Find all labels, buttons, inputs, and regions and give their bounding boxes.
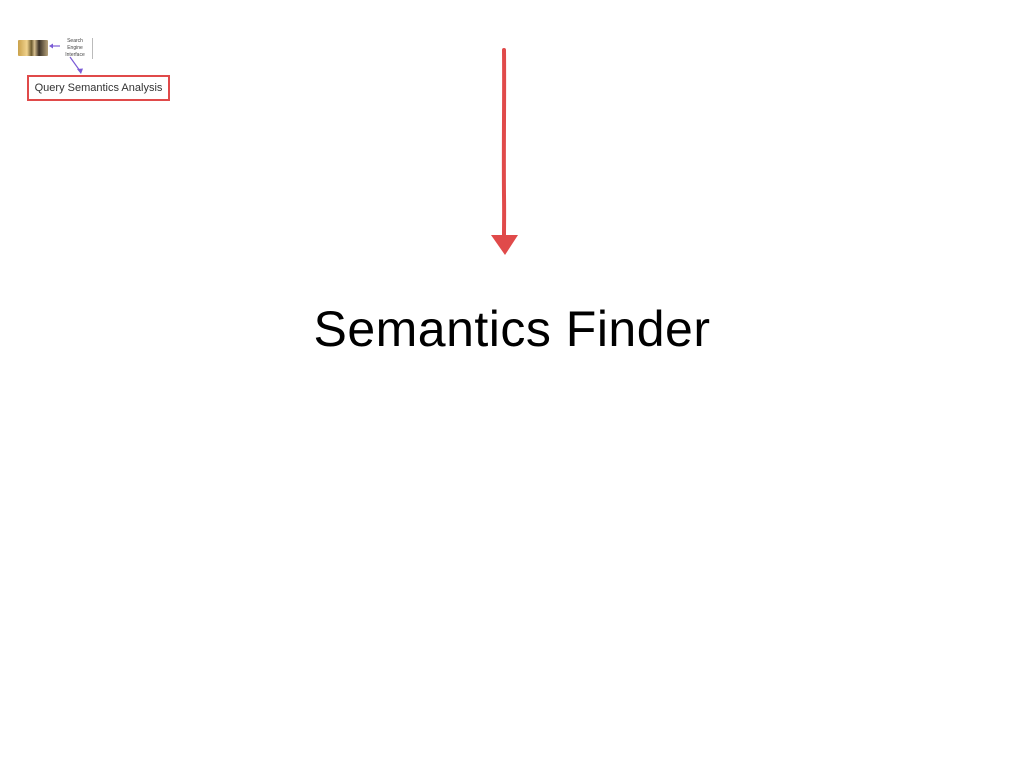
down-arrow-head: [491, 235, 518, 255]
mini-arrows: [49, 43, 83, 74]
search-label-line-3: Interface: [65, 52, 85, 58]
left-arrow-head: [49, 43, 53, 49]
down-arrow-icon: [491, 48, 518, 255]
search-label-line-2: Engine: [67, 45, 83, 51]
query-semantics-box: Query Semantics Analysis: [27, 75, 170, 101]
query-semantics-label: Query Semantics Analysis: [34, 82, 163, 94]
search-engine-label: Search Engine Interface: [60, 38, 93, 59]
mini-diagram: Search Engine Interface Query Semantics …: [0, 0, 200, 120]
search-thumbnail-image: [18, 40, 48, 56]
page-title: Semantics Finder: [313, 301, 711, 357]
down-arrow-head: [77, 68, 83, 74]
search-label-line-1: Search: [67, 38, 83, 44]
down-arrow-line: [69, 56, 81, 72]
